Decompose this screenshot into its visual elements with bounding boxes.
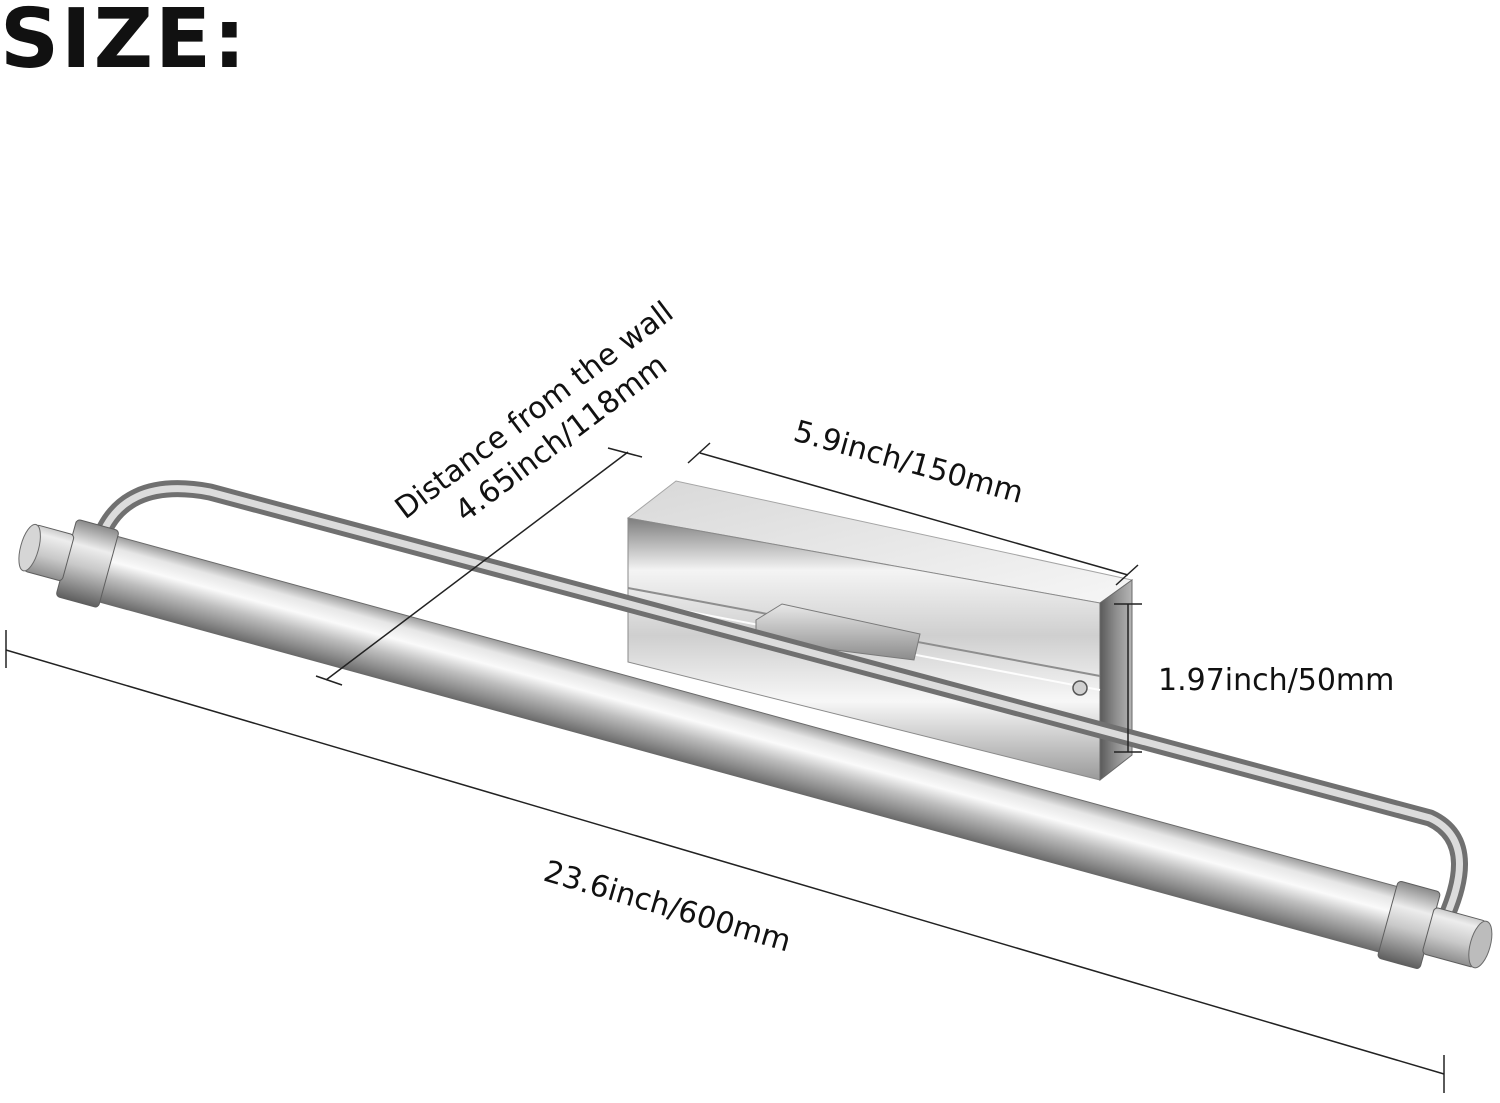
base-width-label: 5.9inch/150mm xyxy=(790,414,1027,511)
support-arm xyxy=(89,480,1468,954)
left-end-cap xyxy=(18,519,119,608)
right-end-cap xyxy=(1377,881,1493,969)
page-title: SIZE: xyxy=(0,0,248,87)
adjust-screw-icon xyxy=(1072,680,1088,696)
light-tube xyxy=(18,519,1493,969)
wall-distance-dimension-line xyxy=(325,451,629,681)
base-width-dimension-line xyxy=(699,452,1129,576)
length-dimension-line xyxy=(5,649,1445,1075)
wall-distance-label: Distance from the wall xyxy=(389,295,680,527)
length-label: 23.6inch/600mm xyxy=(540,854,795,959)
base-height-label: 1.97inch/50mm xyxy=(1158,663,1394,698)
dimension-lines xyxy=(5,442,1445,1093)
wall-base xyxy=(626,480,1134,782)
wall-base-side xyxy=(1099,579,1133,782)
